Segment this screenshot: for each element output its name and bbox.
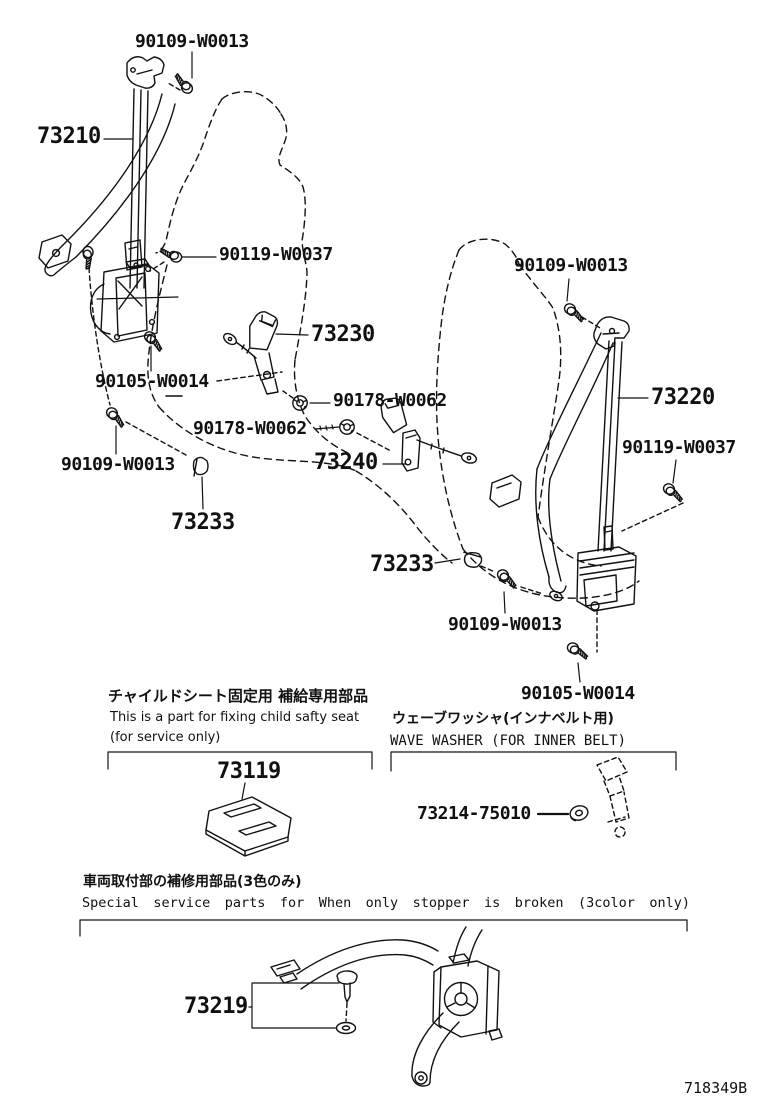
stopper-note-en: Special service parts for When only stop… bbox=[82, 895, 690, 911]
wave-washer-drawing bbox=[567, 803, 591, 823]
child-seat-note-en1: This is a part for fixing child safty se… bbox=[110, 710, 360, 725]
wave-washer-bracket bbox=[390, 751, 677, 772]
callout-73220[interactable]: 73220 bbox=[651, 385, 715, 410]
callout-73233-left[interactable]: 73233 bbox=[171, 510, 235, 535]
callout-90109-w0013-top-left[interactable]: 90109-W0013 bbox=[135, 31, 249, 52]
child-seat-plate-drawing bbox=[205, 796, 292, 857]
stopper-service-drawing bbox=[270, 926, 503, 1087]
child-seat-note-jp: チャイルドシート固定用 補給専用部品 bbox=[108, 687, 369, 705]
callout-73219[interactable]: 73219 bbox=[184, 994, 248, 1019]
callout-73240[interactable]: 73240 bbox=[314, 450, 378, 475]
right-belt-assembly bbox=[489, 316, 637, 612]
wave-nut-lower bbox=[339, 419, 355, 435]
callout-90109-w0013-lower-right[interactable]: 90109-W0013 bbox=[448, 614, 562, 635]
right-seat-outline bbox=[435, 238, 640, 599]
bolt-icon bbox=[103, 404, 129, 429]
bolt-icon bbox=[561, 301, 588, 323]
callout-90119-w0037-right[interactable]: 90119-W0037 bbox=[622, 437, 736, 458]
bolt-icon bbox=[660, 481, 687, 503]
callout-90178-w0062-upper[interactable]: 90178-W0062 bbox=[333, 390, 447, 411]
callout-73214-75010[interactable]: 73214-75010 bbox=[417, 803, 531, 824]
wave-washer-note-en: WAVE WASHER (FOR INNER BELT) bbox=[390, 733, 627, 749]
callout-73233-right[interactable]: 73233 bbox=[370, 552, 434, 577]
callout-90178-w0062-lower[interactable]: 90178-W0062 bbox=[193, 418, 307, 439]
bolt-icon bbox=[565, 640, 591, 660]
dashed-connectors bbox=[88, 82, 684, 1022]
bolt-icon bbox=[158, 247, 184, 264]
stopper-bracket bbox=[79, 919, 688, 937]
callout-73230[interactable]: 73230 bbox=[311, 322, 375, 347]
callout-73119[interactable]: 73119 bbox=[217, 759, 281, 784]
left-belt-assembly bbox=[38, 56, 179, 343]
inner-belt-73240 bbox=[380, 397, 478, 472]
inner-belt-dashed bbox=[596, 756, 630, 838]
callout-90105-w0014-left[interactable]: 90105-W0014 bbox=[95, 371, 209, 392]
leader-lines bbox=[103, 51, 677, 1029]
drawing-number: 718349B bbox=[684, 1079, 748, 1097]
callout-90109-w0013-top-right[interactable]: 90109-W0013 bbox=[514, 255, 628, 276]
cap-73233-left bbox=[192, 456, 209, 477]
child-seat-bracket bbox=[107, 751, 373, 770]
callout-73210[interactable]: 73210 bbox=[37, 124, 101, 149]
stopper-note-jp: 車両取付部の補修用部品(3色のみ) bbox=[83, 874, 302, 890]
child-seat-note-en2: (for service only) bbox=[110, 730, 221, 745]
callout-90105-w0014-right[interactable]: 90105-W0014 bbox=[521, 683, 635, 704]
callout-90119-w0037-left[interactable]: 90119-W0037 bbox=[219, 244, 333, 265]
inner-belt-73230 bbox=[223, 311, 279, 395]
bolt-icon bbox=[170, 72, 196, 97]
wave-nut-upper bbox=[292, 395, 308, 411]
left-seat-outline bbox=[147, 91, 453, 564]
wave-washer-note-jp: ウェーブワッシャ(インナベルト用) bbox=[392, 711, 614, 727]
bolt-icon bbox=[494, 567, 521, 590]
callout-90109-w0013-lower-left[interactable]: 90109-W0013 bbox=[61, 454, 175, 475]
